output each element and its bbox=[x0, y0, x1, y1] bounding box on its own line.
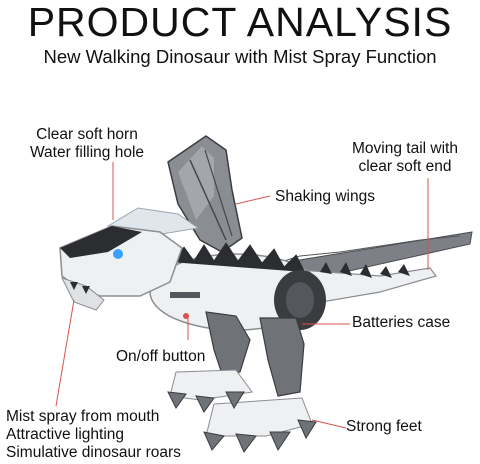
callout-batteries: Batteries case bbox=[352, 314, 451, 331]
front-wing-shape bbox=[167, 135, 243, 253]
callout-wings: Shaking wings bbox=[275, 188, 375, 205]
head-shape bbox=[59, 225, 183, 311]
callout-tail: Moving tail with clear soft end bbox=[352, 140, 458, 175]
callout-horn: Clear soft horn Water filling hole bbox=[30, 126, 145, 161]
page-title: PRODUCT ANALYSIS bbox=[27, 0, 453, 45]
callout-feet: Strong feet bbox=[346, 418, 422, 435]
leader-lines bbox=[55, 162, 429, 429]
body-shape bbox=[149, 242, 326, 331]
callout-mouth: Mist spray from mouth Attractive lightin… bbox=[6, 408, 181, 461]
page-subtitle: New Walking Dinosaur with Mist Spray Fun… bbox=[43, 46, 437, 67]
callout-switch: On/off button bbox=[116, 348, 206, 365]
legs-shape bbox=[167, 311, 317, 453]
